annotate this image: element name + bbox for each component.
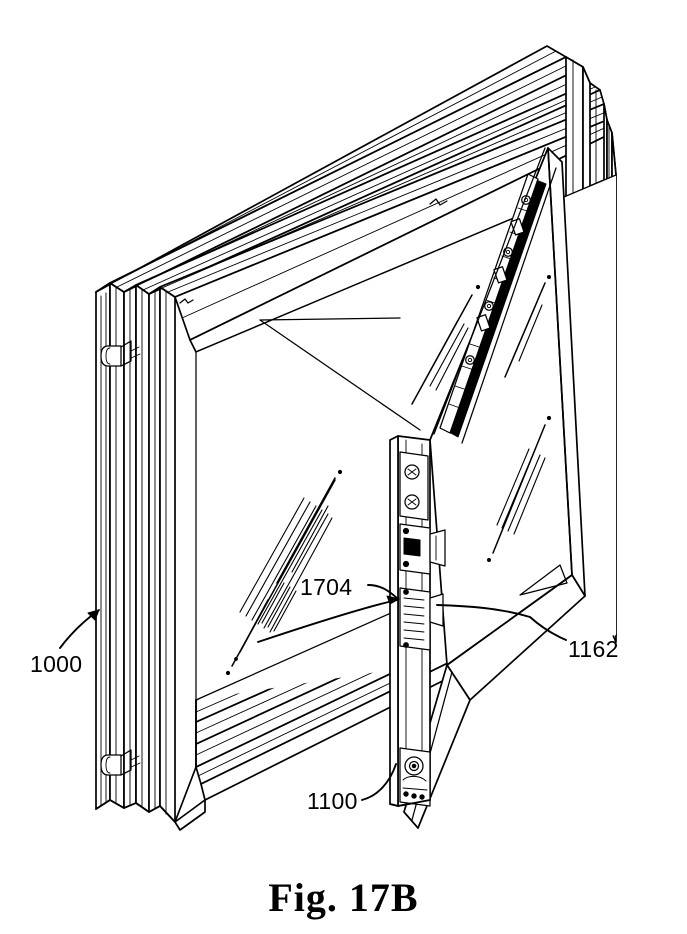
leader-1162 xyxy=(436,604,567,641)
top-track-hardware xyxy=(433,147,557,444)
ref-numeral-1162: 1162 xyxy=(568,636,619,662)
ref-numeral-1704: 1704 xyxy=(300,574,352,600)
inner-reveal-lines xyxy=(195,317,421,701)
leader-1000 xyxy=(59,609,100,649)
hinge-knuckle-lower xyxy=(100,749,141,776)
glass-sparkle-marks-sash xyxy=(487,275,552,562)
leader-1704 xyxy=(257,584,400,643)
head-rail xyxy=(95,45,617,353)
glass-sparkle-marks-fixed xyxy=(225,284,481,676)
hinge-knuckle-upper xyxy=(100,340,141,367)
ref-numeral-1000: 1000 xyxy=(30,651,82,677)
figure-caption: Fig. 17B xyxy=(268,875,419,920)
ref-numeral-1100: 1100 xyxy=(307,788,358,814)
leader-1100 xyxy=(361,763,397,801)
hardware-stile xyxy=(389,435,446,807)
